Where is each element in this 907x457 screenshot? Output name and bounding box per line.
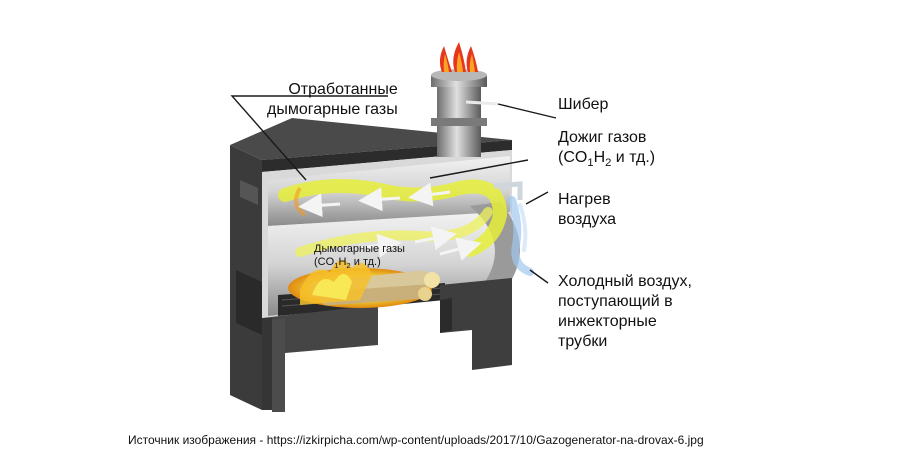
label-afterburn: Дожиг газов (CO1H2 и тд.)	[558, 129, 656, 170]
label-air-heating: Нагрев воздуха	[558, 191, 617, 228]
stove-front-legs	[262, 305, 378, 412]
damper-lever	[465, 100, 499, 106]
label-exhaust-gases: Отработанные дымогарные газы	[267, 81, 398, 118]
cold-air-flow	[508, 196, 534, 276]
flow-arrows	[298, 182, 482, 261]
burning-logs	[288, 259, 440, 308]
stove-left-panel	[230, 145, 262, 410]
stove-right-frame	[440, 278, 512, 370]
leader-lines	[230, 95, 557, 284]
label-cold-air: Холодный воздух, поступающий в инжекторн…	[558, 273, 692, 350]
injector-tube	[493, 181, 523, 200]
chimney	[431, 69, 487, 157]
label-flue-gases-inner: Дымогарные газы (CO1H2 и тд.)	[314, 243, 405, 271]
stove-top-lid	[230, 118, 512, 160]
chimney-flames	[439, 42, 478, 72]
label-damper: Шибер	[558, 96, 609, 113]
image-source-caption: Источник изображения - https://izkirpich…	[128, 433, 704, 447]
